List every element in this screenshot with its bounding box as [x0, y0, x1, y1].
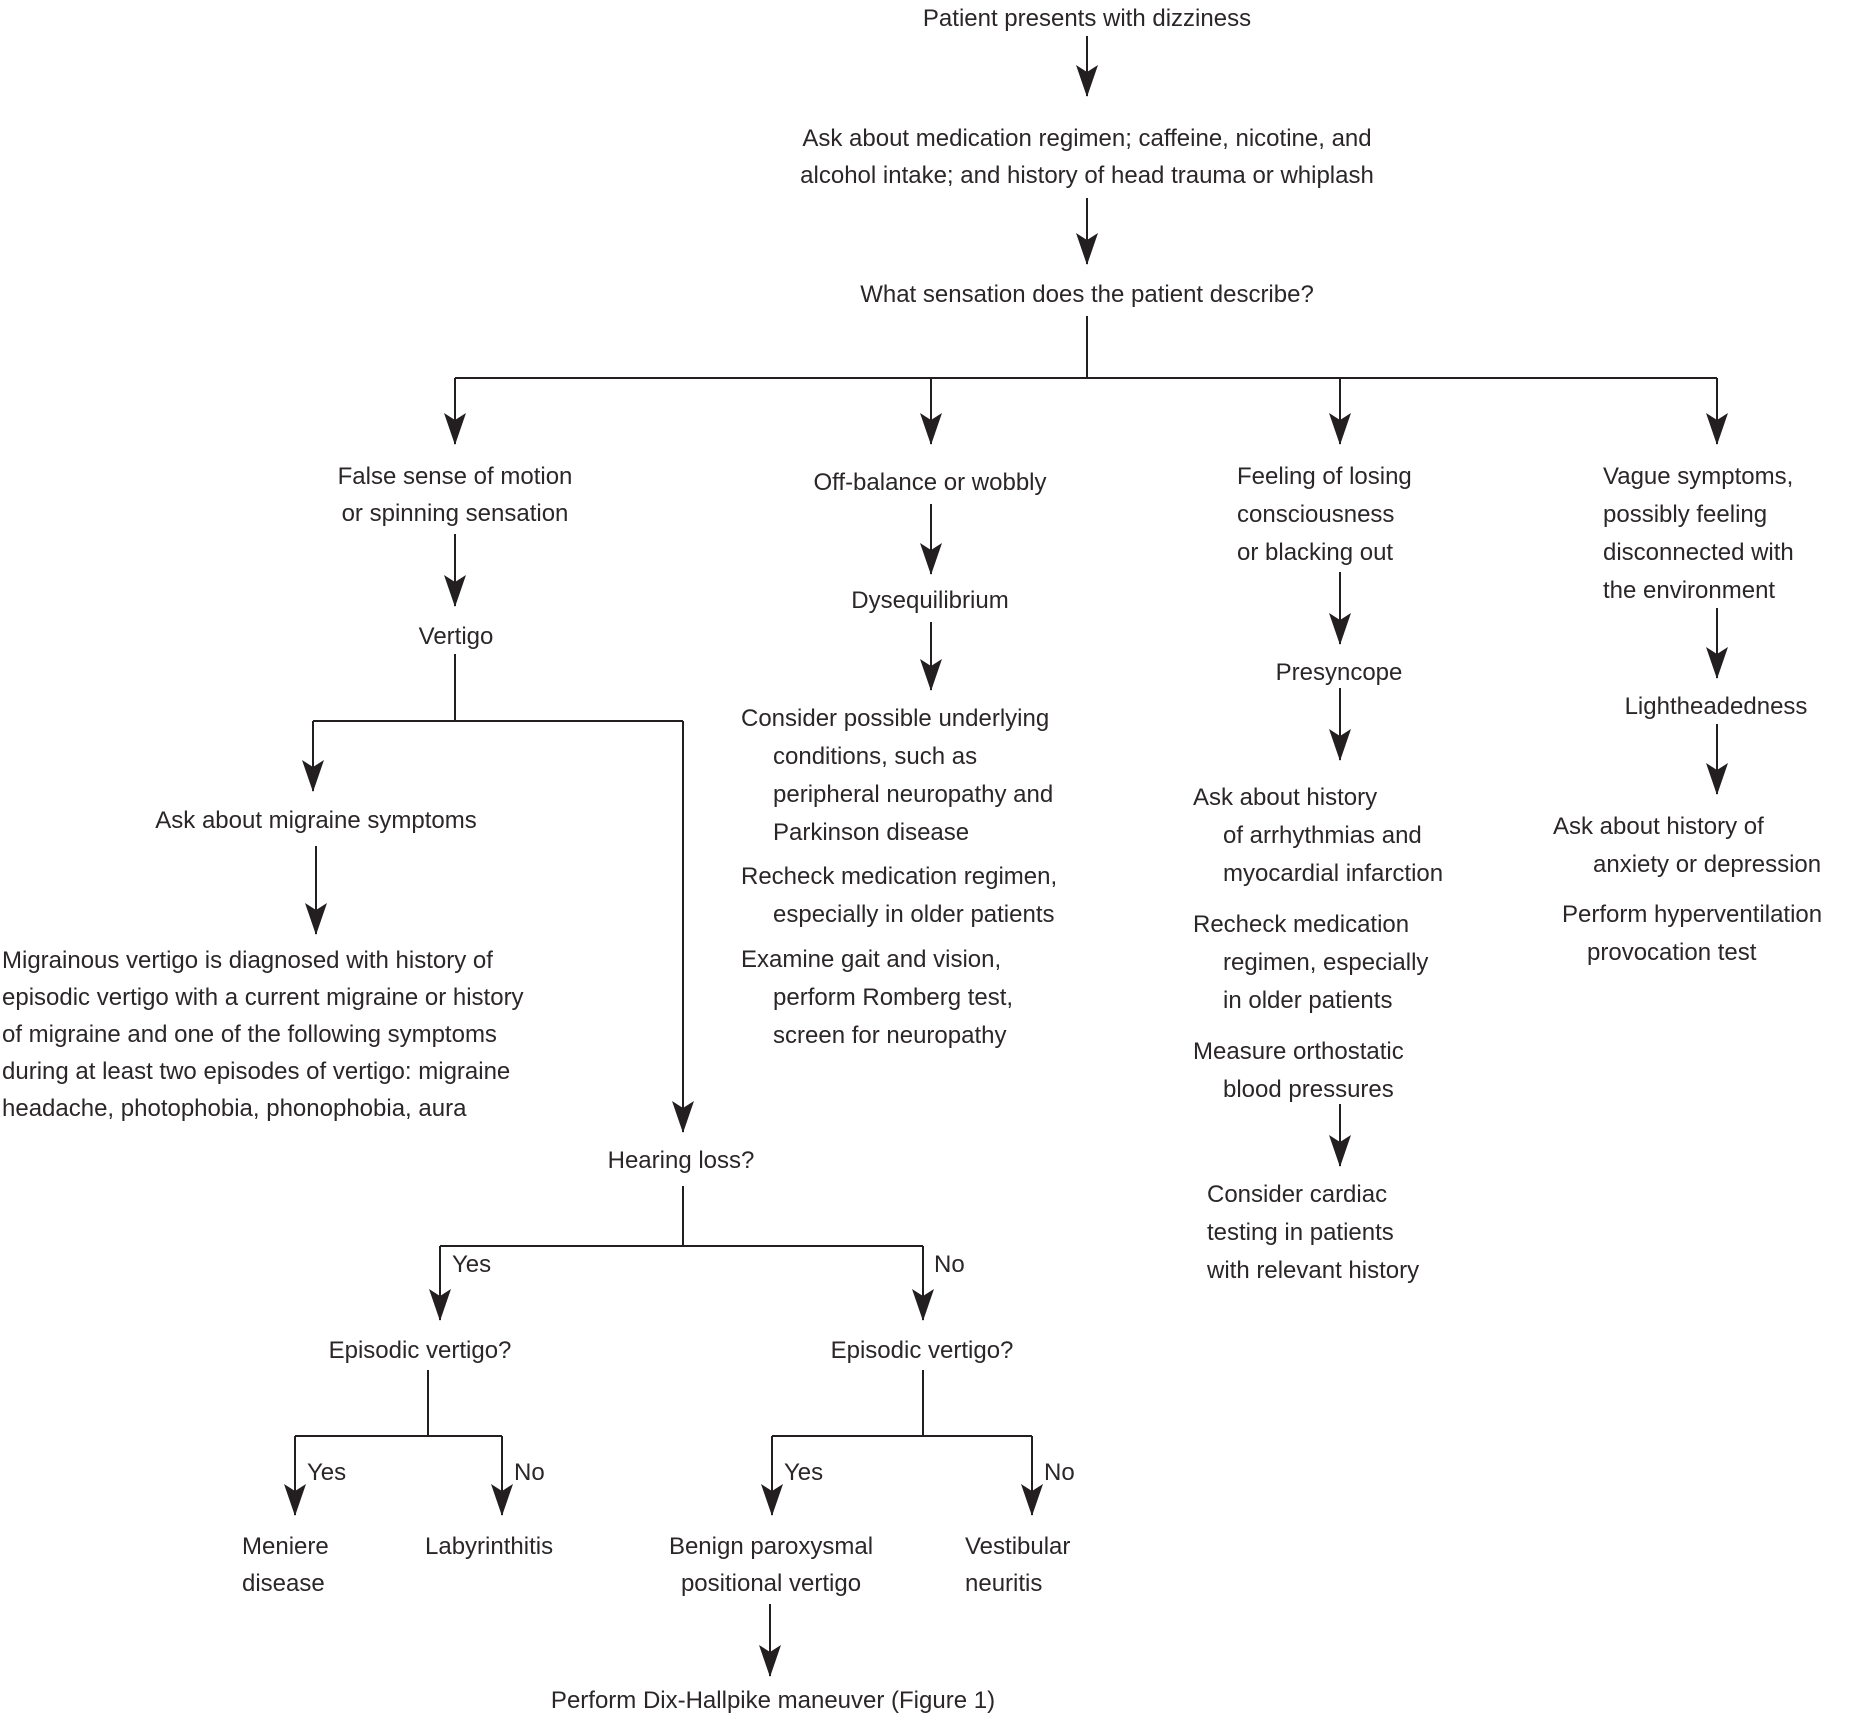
- node-migrainous-note: Migrainous vertigo is diagnosed with his…: [2, 947, 524, 1122]
- node-labyrinthitis: Labyrinthitis: [425, 1533, 554, 1560]
- node-col2-item3: Examine gait and vision, perform Romberg…: [741, 946, 1014, 1049]
- node-ask-medication: Ask about medication regimen; caffeine, …: [800, 125, 1374, 189]
- node-col2-item2: Recheck medication regimen, especially i…: [741, 863, 1058, 928]
- node-presyncope: Presyncope: [1275, 659, 1403, 686]
- label-no-right: No: [1044, 1459, 1075, 1486]
- node-vestibular-neuritis: Vestibular neuritis: [965, 1533, 1071, 1597]
- label-yes-hearing: Yes: [452, 1251, 492, 1278]
- node-ask-migraine: Ask about migraine symptoms: [155, 807, 477, 834]
- node-col3-item3: Measure orthostatic blood pressures: [1193, 1038, 1404, 1103]
- node-meniere: Meniere disease: [242, 1533, 329, 1597]
- node-lightheadedness: Lightheadedness: [1624, 693, 1808, 720]
- node-episodic-right: Episodic vertigo?: [830, 1337, 1014, 1364]
- node-col4-item1: Ask about history of anxiety or depressi…: [1553, 813, 1822, 878]
- node-col3-item2: Recheck medication regimen, especially i…: [1193, 911, 1429, 1014]
- node-col3-item1: Ask about history of arrhythmias and myo…: [1193, 784, 1444, 887]
- label-yes-right: Yes: [784, 1459, 824, 1486]
- node-episodic-left: Episodic vertigo?: [328, 1337, 512, 1364]
- node-col4-title: Vague symptoms, possibly feeling disconn…: [1603, 463, 1794, 604]
- node-col1-title: False sense of motion or spinning sensat…: [337, 463, 573, 527]
- node-hearing-loss: Hearing loss?: [607, 1147, 755, 1174]
- node-sensation-question: What sensation does the patient describe…: [860, 281, 1314, 308]
- node-vertigo: Vertigo: [418, 623, 494, 650]
- node-dix-hallpike: Perform Dix-Hallpike maneuver (Figure 1): [550, 1687, 996, 1714]
- label-yes-left: Yes: [307, 1459, 347, 1486]
- node-col3-title: Feeling of losing consciousness or black…: [1237, 463, 1412, 566]
- label-no-left: No: [514, 1459, 545, 1486]
- node-bppv: Benign paroxysmal positional vertigo: [668, 1533, 874, 1597]
- node-col4-item2: Perform hyperventilation provocation tes…: [1562, 901, 1823, 966]
- label-no-hearing: No: [934, 1251, 965, 1278]
- node-dysequilibrium: Dysequilibrium: [851, 587, 1009, 614]
- node-col2-item1: Consider possible underlying conditions,…: [741, 705, 1054, 846]
- node-consider-cardiac: Consider cardiac testing in patients wit…: [1207, 1181, 1420, 1284]
- node-col2-title: Off-balance or wobbly: [813, 469, 1047, 496]
- node-start: Patient presents with dizziness: [922, 5, 1252, 32]
